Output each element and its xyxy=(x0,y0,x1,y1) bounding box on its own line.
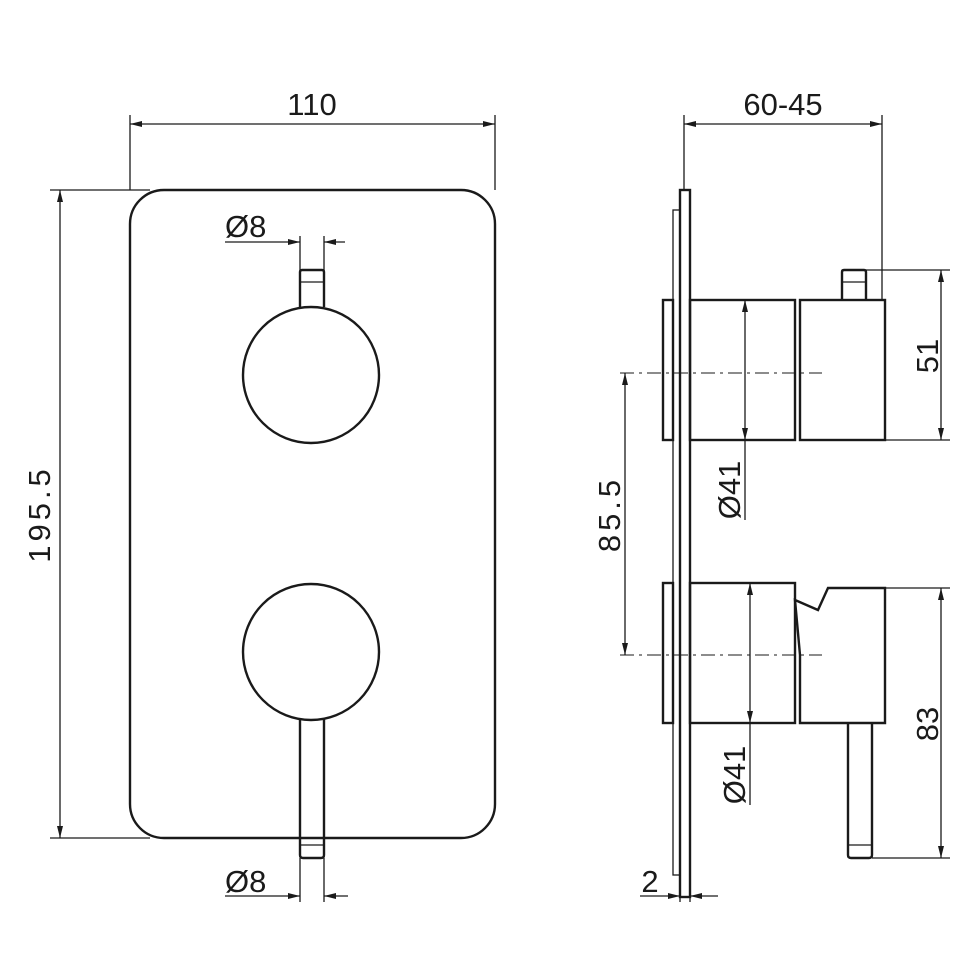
side-bottom-lever-base xyxy=(793,586,887,725)
dim-bottom-body-dia: Ø41 xyxy=(717,583,753,805)
side-top-cap xyxy=(798,298,887,442)
dim-plate-thickness: 2 xyxy=(640,864,718,902)
dim-front-width-label: 110 xyxy=(287,87,336,122)
dim-top-body-dia-label: Ø41 xyxy=(712,461,747,520)
dim-top-handle-height: 51 xyxy=(866,269,950,441)
side-bottom-valve xyxy=(661,581,887,860)
bottom-lever xyxy=(298,718,326,860)
dim-top-handle-height-label: 51 xyxy=(910,339,945,373)
front-top-handle xyxy=(241,268,381,445)
dim-side-depth: 60-45 xyxy=(683,87,883,300)
dim-front-height-label: 195.5 xyxy=(22,465,57,563)
dim-handle-spacing: 85.5 xyxy=(592,373,628,655)
side-cover-plate xyxy=(678,188,692,899)
front-view: 110 195.5 Ø8 Ø8 xyxy=(22,87,497,902)
dim-handle-spacing-label: 85.5 xyxy=(592,476,627,552)
side-view: 60-45 51 83 85.5 Ø41 xyxy=(592,87,950,902)
bottom-knob xyxy=(241,582,381,722)
dim-plate-thickness-label: 2 xyxy=(641,864,658,899)
top-knob xyxy=(241,305,381,445)
dim-bottom-body-dia-label: Ø41 xyxy=(717,746,752,805)
side-bottom-lever xyxy=(846,723,874,860)
side-top-valve xyxy=(661,268,887,442)
side-top-body xyxy=(688,298,797,442)
front-bottom-handle xyxy=(241,582,381,860)
dim-bottom-spindle: Ø8 xyxy=(225,858,348,902)
dim-front-width: 110 xyxy=(129,87,496,190)
side-top-spindle xyxy=(840,268,868,300)
dim-front-height: 195.5 xyxy=(22,189,150,839)
top-spindle xyxy=(298,268,326,307)
dim-bottom-handle-height-label: 83 xyxy=(910,707,945,741)
dim-bottom-handle-height: 83 xyxy=(872,587,950,859)
dim-top-spindle-label: Ø8 xyxy=(225,209,266,244)
dim-top-spindle: Ø8 xyxy=(225,209,345,270)
front-cover-plate xyxy=(128,188,497,840)
dim-top-body-dia: Ø41 xyxy=(712,300,748,520)
dim-bottom-spindle-label: Ø8 xyxy=(225,864,266,899)
side-bottom-body xyxy=(688,581,797,725)
dim-side-depth-label: 60-45 xyxy=(743,87,822,122)
